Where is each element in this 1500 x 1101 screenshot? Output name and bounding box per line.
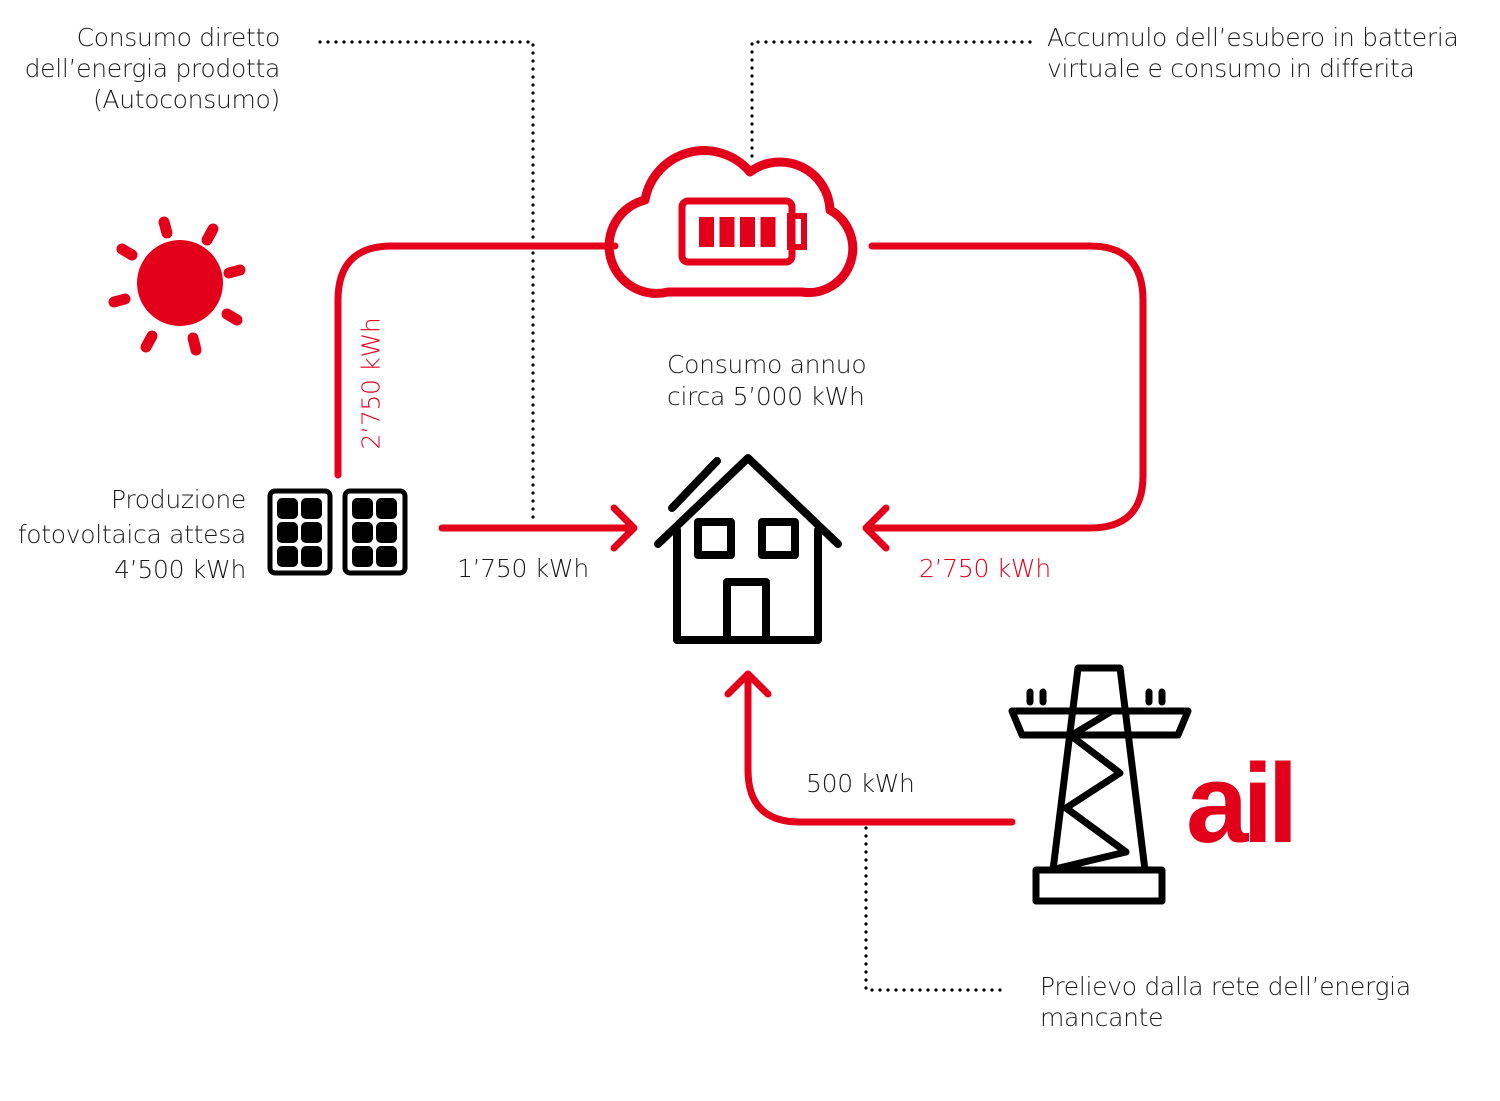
production-label-line: Produzione (111, 485, 246, 514)
production-label-line: 4’500 kWh (114, 555, 246, 584)
annotation-virtual-battery: Accumulo dell’esubero in batteria virtua… (1047, 22, 1459, 84)
leader-grid-withdrawal (864, 826, 1010, 992)
solar-cell (277, 498, 298, 519)
solar-cell (277, 522, 298, 543)
battery-terminal (787, 213, 807, 250)
solar-cell (352, 498, 373, 519)
solar-cell (301, 498, 322, 519)
battery-level-bar (699, 217, 714, 247)
production-label: Produzione fotovoltaica attesa 4’500 kWh (17, 482, 247, 587)
flow-label-from-grid: 500 kWh (806, 769, 915, 798)
solar-cell (352, 522, 373, 543)
solar-cell (277, 546, 298, 567)
annotation-line: Accumulo dell’esubero in batteria (1047, 23, 1459, 52)
annotation-line: mancante (1040, 1003, 1164, 1032)
leader-self-consumption (318, 40, 535, 524)
house-label-line: circa 5’000 kWh (667, 382, 865, 411)
solar-cell (301, 546, 322, 567)
cloud-icon (604, 146, 858, 298)
ail-logo: ail (1186, 741, 1299, 866)
house-label-line: Consumo annuo (667, 350, 867, 379)
annotation-line: Consumo diretto (76, 23, 281, 52)
cloud-battery-icon (604, 146, 858, 298)
solar-cell (301, 522, 322, 543)
flow-label-direct: 1’750 kWh (457, 554, 589, 583)
annotation-line: virtuale e consumo in differita (1047, 54, 1415, 83)
annotation-line: Prelievo dalla rete dell’energia (1040, 972, 1411, 1001)
solar-cell (376, 522, 397, 543)
solar-cell (376, 546, 397, 567)
sun-icon (108, 216, 246, 356)
battery-level-bar (719, 217, 735, 247)
arrow-head-direct (610, 504, 638, 552)
solar-cell (352, 546, 373, 567)
house-consumption-label: Consumo annuo circa 5’000 kWh (667, 349, 867, 413)
leader-virtual-battery (750, 40, 1032, 162)
annotation-grid-withdrawal: Prelievo dalla rete dell’energia mancant… (1040, 971, 1411, 1033)
flow-line-cloud-to-house (864, 242, 1147, 532)
solar-cell (376, 498, 397, 519)
production-label-line: fotovoltaica attesa (17, 520, 247, 549)
solar-panel-icon (267, 488, 408, 576)
house-icon (654, 454, 842, 644)
annotation-line: (Autoconsumo) (92, 85, 280, 114)
battery-level-bar (740, 217, 755, 247)
power-pylon-icon (1008, 664, 1192, 905)
flow-label-to-cloud: 2’750 kWh (356, 317, 386, 450)
arrow-head-from-grid (724, 670, 772, 698)
flow-line-production-to-cloud (334, 242, 619, 479)
arrow-head-from-cloud (862, 504, 890, 552)
flow-label-from-cloud: 2’750 kWh (919, 554, 1051, 583)
flow-line-grid-to-house (744, 672, 1016, 826)
annotation-line: dell’energia prodotta (24, 54, 281, 83)
annotation-self-consumption: Consumo diretto dell’energia prodotta (A… (24, 22, 281, 115)
battery-level-bar (760, 217, 776, 247)
